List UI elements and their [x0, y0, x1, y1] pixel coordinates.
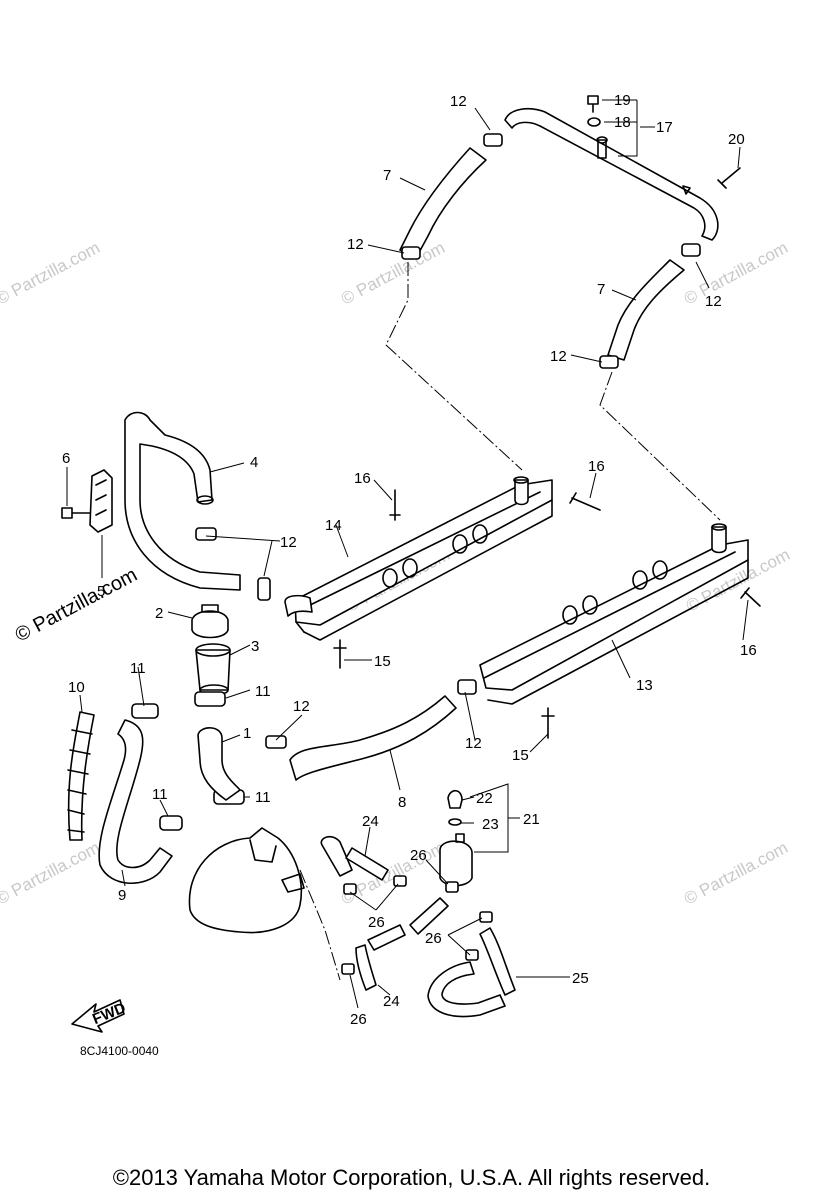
callout-5: 5	[97, 583, 105, 600]
callout-8: 8	[398, 794, 406, 811]
hose-1	[197, 727, 241, 801]
callout-14: 14	[325, 517, 342, 534]
heat-exchanger-13	[479, 523, 749, 705]
watermark: © Partzilla.com	[338, 838, 448, 909]
valve-assembly-21	[439, 789, 473, 887]
hose-7-left	[399, 147, 487, 259]
callout-9: 9	[118, 887, 126, 904]
heat-exchanger-14	[284, 476, 553, 641]
bracket-5	[89, 469, 113, 533]
callout-11a: 11	[130, 660, 146, 677]
washer-18	[587, 117, 601, 127]
thermostat-cap-2	[191, 604, 229, 639]
callout-17: 17	[656, 119, 673, 136]
hose-9	[98, 719, 173, 884]
callout-18: 18	[614, 114, 631, 131]
connection-lines	[299, 262, 721, 981]
clamp-11	[131, 691, 245, 831]
callout-6: 6	[62, 450, 70, 467]
callout-12e: 12	[280, 534, 297, 551]
bolt-19	[587, 95, 599, 113]
hose-7-right	[607, 259, 685, 361]
callout-13: 13	[636, 677, 653, 694]
callout-26a: 26	[410, 847, 427, 864]
hose-24-upper	[320, 835, 389, 881]
callout-12g: 12	[465, 735, 482, 752]
hose-10	[67, 711, 95, 841]
callout-16a: 16	[354, 470, 371, 487]
callout-4: 4	[250, 454, 258, 471]
callout-labels: 1 2 3 4 5 6 7 7 8 9 10 11 11 11 11 12 12…	[62, 92, 757, 1028]
callout-3: 3	[251, 638, 259, 655]
callout-12b: 12	[347, 236, 364, 253]
hose-26-segments	[409, 897, 449, 935]
callout-21: 21	[523, 811, 540, 828]
bolt-6	[61, 507, 91, 519]
diagram-code: 8CJ4100-0040	[80, 1044, 159, 1058]
clamp-12	[195, 527, 271, 601]
crossover-pipe-17	[504, 107, 719, 241]
callout-26d: 26	[350, 1011, 367, 1028]
callout-19: 19	[614, 92, 631, 109]
callout-25: 25	[572, 970, 589, 987]
rivet-16	[389, 489, 761, 607]
callout-15b: 15	[512, 747, 529, 764]
clamp-12	[265, 679, 477, 749]
clamp-12	[401, 133, 701, 369]
pipe-4	[124, 411, 241, 591]
callout-7: 7	[383, 167, 391, 184]
clamp-26	[341, 875, 493, 975]
callout-10: 10	[68, 679, 85, 696]
callout-24b: 24	[383, 993, 400, 1010]
callout-22: 22	[476, 790, 493, 807]
callout-12a: 12	[450, 93, 467, 110]
callout-26c: 26	[425, 930, 442, 947]
callout-26b: 26	[368, 914, 385, 931]
callout-11c: 11	[152, 786, 168, 803]
watermark: © Partzilla.com	[0, 838, 103, 909]
callout-20: 20	[728, 131, 745, 148]
callout-7b: 7	[597, 281, 605, 298]
watermark: © Partzilla.com	[0, 238, 103, 309]
hose-25	[427, 927, 516, 1018]
watermark: © Partzilla.com	[681, 838, 791, 909]
copyright-notice: ©2013 Yamaha Motor Corporation, U.S.A. A…	[112, 1165, 711, 1190]
callout-23: 23	[482, 816, 499, 833]
callout-12c: 12	[705, 293, 722, 310]
callout-12f: 12	[293, 698, 310, 715]
rivet-20	[717, 167, 741, 189]
callout-24a: 24	[362, 813, 379, 830]
callout-1: 1	[243, 725, 251, 742]
callout-15a: 15	[374, 653, 391, 670]
rivet-15	[333, 639, 555, 739]
hose-8	[289, 695, 457, 781]
callout-16b: 16	[588, 458, 605, 475]
callout-11d: 11	[255, 789, 271, 806]
callout-2: 2	[155, 605, 163, 622]
water-pump-housing	[188, 827, 305, 934]
hose-24-lower	[355, 924, 406, 991]
fwd-arrow-icon: FWD	[71, 999, 128, 1033]
callout-12d: 12	[550, 348, 567, 365]
callout-16c: 16	[740, 642, 757, 659]
leader-lines	[66, 99, 749, 1009]
thermostat-3	[195, 643, 231, 696]
callout-11b: 11	[255, 683, 271, 700]
